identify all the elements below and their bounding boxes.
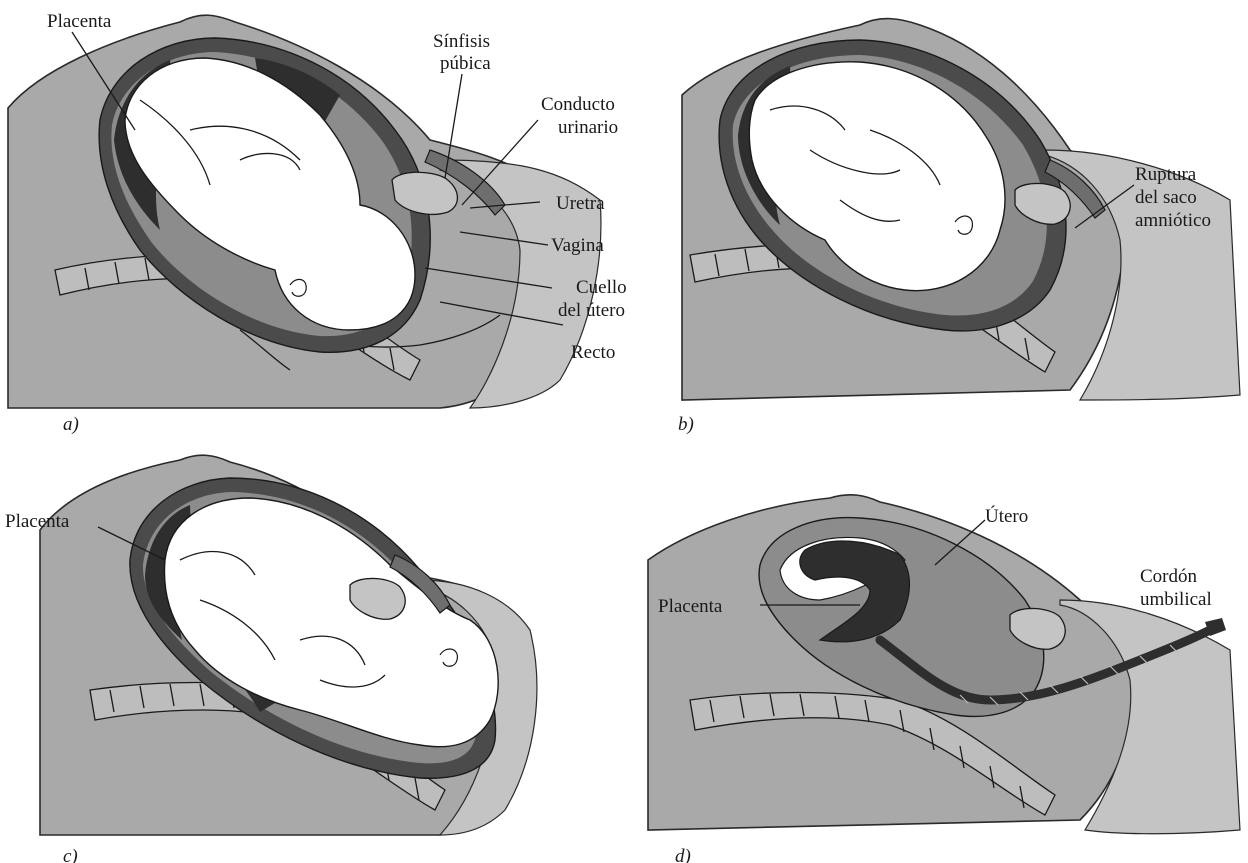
label-conducto-2: urinario xyxy=(558,117,618,138)
label-placenta: Placenta xyxy=(5,511,70,532)
label-placenta: Placenta xyxy=(658,596,723,617)
label-ruptura-2: del saco xyxy=(1135,187,1197,208)
caption-d: d) xyxy=(675,846,691,863)
label-ruptura-3: amniótico xyxy=(1135,210,1211,231)
caption-a: a) xyxy=(63,414,79,435)
label-cuello-1: Cuello xyxy=(576,277,627,298)
caption-c: c) xyxy=(63,846,78,863)
label-sinfisis-2: púbica xyxy=(440,53,491,74)
panel-c: Placenta c) xyxy=(5,455,537,863)
label-uretra: Uretra xyxy=(556,193,605,214)
label-ruptura-1: Ruptura xyxy=(1135,164,1197,185)
panel-a: Placenta Sínfisis púbica Conducto urinar… xyxy=(8,11,627,435)
label-conducto-1: Conducto xyxy=(541,94,615,115)
caption-b: b) xyxy=(678,414,694,435)
label-utero: Útero xyxy=(985,505,1028,527)
label-cuello-2: del útero xyxy=(558,300,625,321)
label-placenta: Placenta xyxy=(47,11,112,32)
label-recto: Recto xyxy=(571,342,615,363)
label-cordon-1: Cordón xyxy=(1140,566,1198,587)
label-sinfisis-1: Sínfisis xyxy=(433,31,490,52)
label-vagina: Vagina xyxy=(551,235,604,256)
panel-b: Ruptura del saco amniótico b) xyxy=(678,19,1240,435)
panel-d: Útero Placenta Cordón umbilical d) xyxy=(648,495,1240,863)
label-cordon-2: umbilical xyxy=(1140,589,1212,610)
